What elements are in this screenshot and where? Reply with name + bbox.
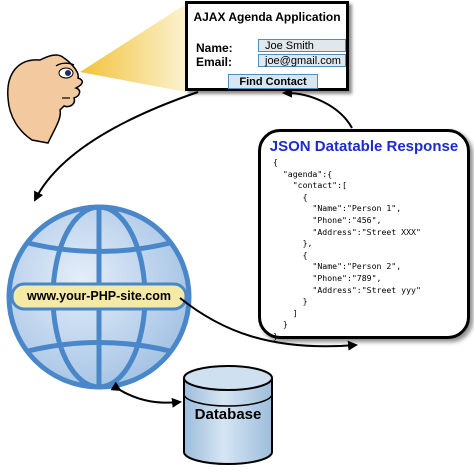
form-title: AJAX Agenda Application (193, 10, 341, 24)
email-field[interactable]: joe@gmail.com (258, 54, 346, 67)
arrow-server-database (110, 381, 182, 408)
server-site-label: www.your-PHP-site.com (26, 289, 171, 303)
sight-beam (80, 4, 186, 92)
database-icon (183, 365, 273, 465)
site-label-band (10, 282, 188, 311)
database-label: Database (194, 406, 262, 423)
name-label: Name: (196, 41, 233, 55)
json-response-code: { "agenda":{ "contact":[ { "Name":"Perso… (273, 157, 421, 341)
arrow-response-to-form (282, 87, 353, 129)
arrow-form-to-server (34, 91, 199, 202)
name-field[interactable]: Joe Smith (258, 39, 346, 52)
agenda-form-window: AJAX Agenda Application Name: Email: Joe… (185, 1, 349, 91)
user-head-icon (7, 54, 83, 144)
email-label: Email: (196, 55, 233, 69)
json-response-panel: JSON Datatable Response { "agenda":{ "co… (258, 129, 470, 341)
find-contact-button[interactable]: Find Contact (228, 74, 318, 89)
json-response-title: JSON Datatable Response (269, 138, 459, 155)
arrow-server-to-response (179, 297, 358, 351)
